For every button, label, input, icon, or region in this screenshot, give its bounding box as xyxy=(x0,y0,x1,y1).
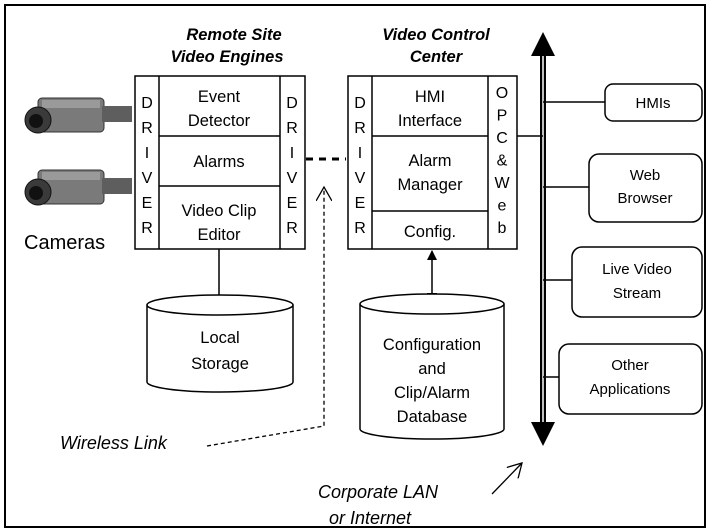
column-letter: P xyxy=(497,108,508,125)
column-letter: R xyxy=(286,120,298,137)
hmis-label: HMIs xyxy=(636,95,671,112)
column-letter: E xyxy=(355,195,366,212)
column-letter: e xyxy=(498,198,507,215)
local-storage-line2: Storage xyxy=(191,355,249,373)
control-center-block xyxy=(347,75,518,250)
config-label: Config. xyxy=(404,223,456,241)
alarm-manager-line1: Alarm xyxy=(408,152,451,170)
camera-icon xyxy=(24,169,132,206)
lan-pointer xyxy=(491,463,522,495)
remote-header-line1: Remote Site xyxy=(186,26,281,44)
wireless-link-label: Wireless Link xyxy=(60,433,168,453)
database-line4: Database xyxy=(397,408,468,426)
hmi-interface-line1: HMI xyxy=(415,88,445,106)
column-letter: R xyxy=(354,120,366,137)
live-video-box xyxy=(571,246,703,318)
diagram-frame: Remote Site Video Engines Video Control … xyxy=(4,4,706,528)
column-letter: V xyxy=(142,170,153,187)
database-line1: Configuration xyxy=(383,336,481,354)
web-browser-box xyxy=(588,153,703,223)
live-video-line2: Stream xyxy=(613,285,661,302)
column-letter: D xyxy=(354,95,366,112)
column-letter: I xyxy=(290,145,294,162)
architecture-diagram: Remote Site Video Engines Video Control … xyxy=(24,26,703,528)
column-letter: V xyxy=(355,170,366,187)
corporate-lan-bus xyxy=(531,32,555,446)
database-line3: Clip/Alarm xyxy=(394,384,470,402)
column-letter: b xyxy=(498,220,507,237)
column-letter: O xyxy=(496,85,508,102)
column-letter: E xyxy=(287,195,298,212)
column-letter: R xyxy=(354,220,366,237)
remote-engine-block xyxy=(134,75,306,250)
camera-icon xyxy=(24,97,132,134)
column-letter: E xyxy=(142,195,153,212)
column-letter: R xyxy=(141,120,153,137)
column-letter: D xyxy=(141,95,153,112)
hmi-interface-line2: Interface xyxy=(398,112,462,130)
control-header-line2: Center xyxy=(410,48,464,66)
column-letter: R xyxy=(286,220,298,237)
column-letter: V xyxy=(287,170,298,187)
corporate-lan-line2: or Internet xyxy=(329,508,412,528)
other-apps-line1: Other xyxy=(611,357,649,374)
other-apps-box xyxy=(558,343,703,415)
hmis-box xyxy=(604,83,703,122)
opc-web-column: OPC & Web xyxy=(494,85,510,237)
column-letter: C xyxy=(496,130,508,147)
column-letter: D xyxy=(286,95,298,112)
web-browser-line1: Web xyxy=(630,167,661,184)
alarm-manager-line2: Manager xyxy=(397,176,463,194)
column-letter: I xyxy=(358,145,362,162)
column-letter: R xyxy=(141,220,153,237)
video-clip-editor-line2: Editor xyxy=(197,226,241,244)
local-storage-cylinder xyxy=(146,294,294,393)
control-header-line1: Video Control xyxy=(382,26,490,44)
event-detector-line2: Detector xyxy=(188,112,251,130)
cameras-label: Cameras xyxy=(24,232,105,254)
remote-header-line2: Video Engines xyxy=(170,48,283,66)
column-letter: & xyxy=(497,153,508,170)
column-letter: I xyxy=(145,145,149,162)
web-browser-line2: Browser xyxy=(617,190,672,207)
alarms-label: Alarms xyxy=(193,153,244,171)
column-letter: W xyxy=(494,175,510,192)
video-clip-editor-line1: Video Clip xyxy=(182,202,257,220)
local-storage-line1: Local xyxy=(200,329,239,347)
database-cylinder xyxy=(359,293,505,440)
event-detector-line1: Event xyxy=(198,88,241,106)
other-apps-line2: Applications xyxy=(590,381,671,398)
corporate-lan-line1: Corporate LAN xyxy=(318,482,439,502)
database-line2: and xyxy=(418,360,446,378)
live-video-line1: Live Video xyxy=(602,261,672,278)
